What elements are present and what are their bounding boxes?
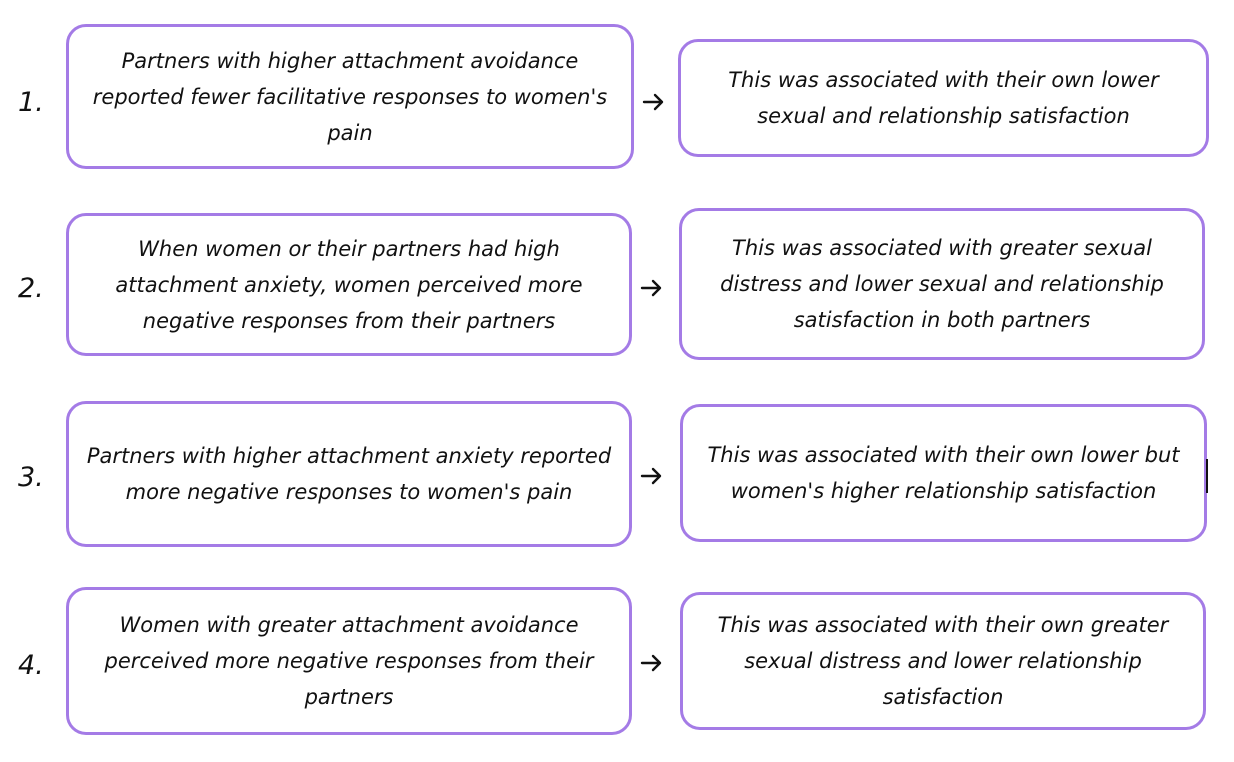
effect-box: This was associated with their own great… (680, 592, 1206, 730)
effect-text: This was associated with their own great… (717, 613, 1169, 709)
cause-box: Partners with higher attachment anxiety … (66, 401, 632, 547)
text-cursor (1206, 459, 1208, 493)
row-number: 2. (18, 273, 44, 304)
cause-text: When women or their partners had high at… (115, 236, 583, 333)
cause-box: When women or their partners had high at… (66, 213, 632, 356)
row-number: 3. (18, 462, 44, 493)
cause-text: Partners with higher attachment avoidanc… (92, 48, 608, 145)
effect-box: This was associated with greater sexual … (679, 208, 1205, 360)
cause-text: Partners with higher attachment anxiety … (86, 444, 612, 504)
row-number: 1. (18, 87, 44, 118)
right-arrow-icon (639, 278, 665, 298)
effect-text: This was associated with their own lower… (728, 68, 1159, 128)
effect-text: This was associated with their own lower… (707, 443, 1180, 503)
cause-text: Women with greater attachment avoidance … (104, 613, 594, 709)
effect-box: This was associated with their own lower… (680, 404, 1207, 542)
effect-box: This was associated with their own lower… (678, 39, 1209, 157)
right-arrow-icon (639, 653, 665, 673)
right-arrow-icon (639, 466, 665, 486)
effect-text: This was associated with greater sexual … (720, 236, 1164, 332)
cause-box: Women with greater attachment avoidance … (66, 587, 632, 735)
row-number: 4. (18, 650, 44, 681)
right-arrow-icon (641, 92, 667, 112)
cause-box: Partners with higher attachment avoidanc… (66, 24, 634, 169)
